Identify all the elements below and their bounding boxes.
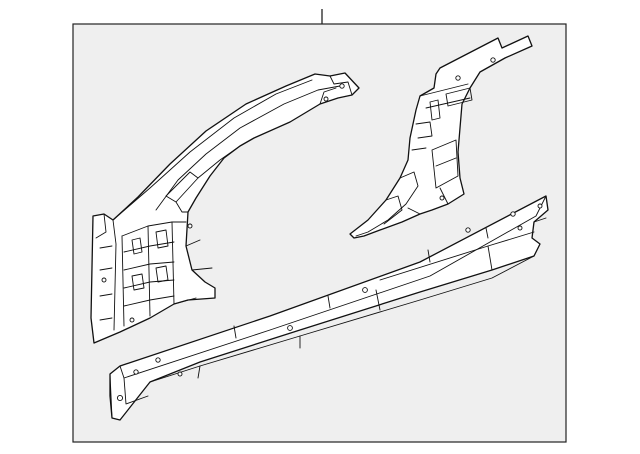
rocker-panel <box>109 195 549 421</box>
quarter-inner-panel <box>349 35 533 239</box>
hinge-pillar <box>90 72 360 344</box>
